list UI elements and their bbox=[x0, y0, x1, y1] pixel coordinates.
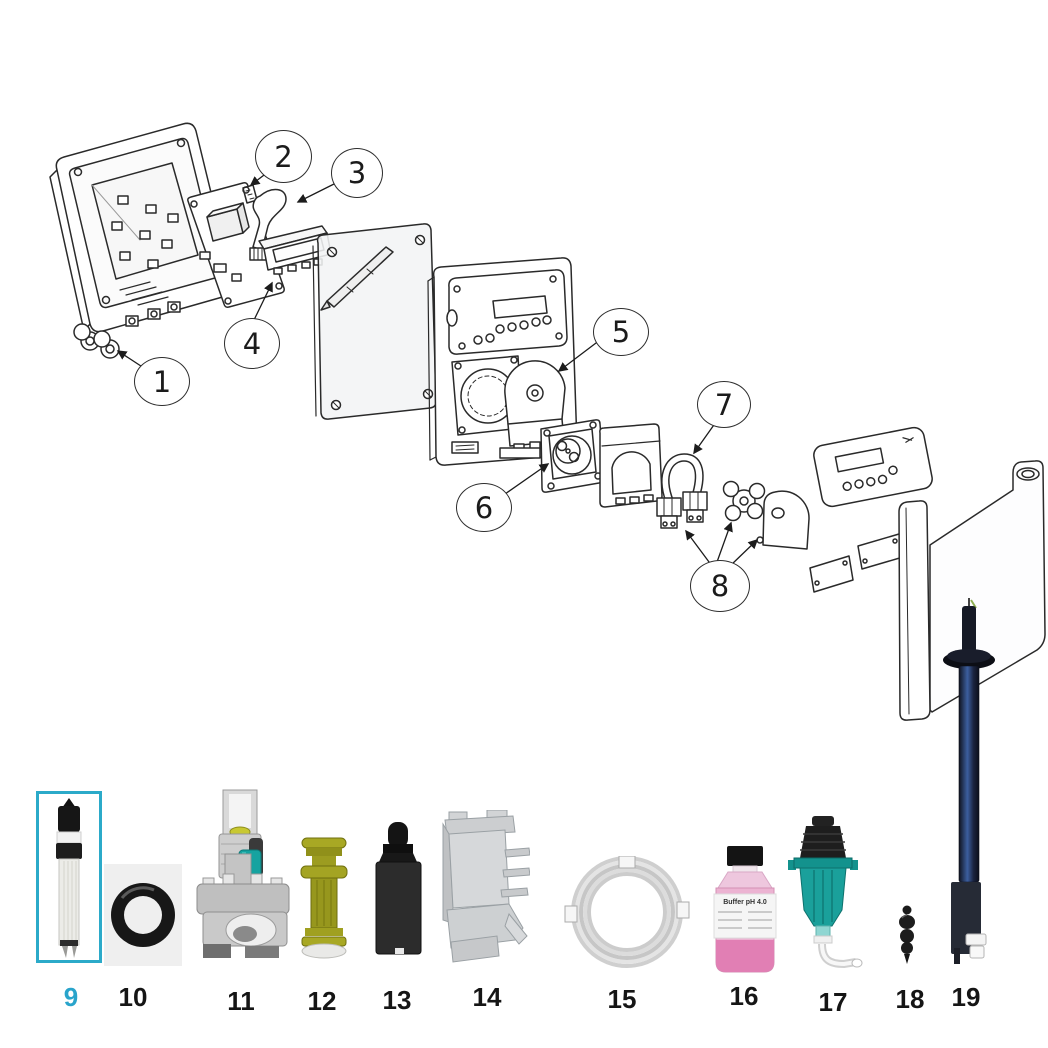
ribbon-cable bbox=[249, 188, 287, 261]
part-number-16: 16 bbox=[729, 981, 759, 1011]
callout-2: 2 bbox=[255, 130, 312, 183]
part-thumb-12-valve-cartridge[interactable] bbox=[298, 836, 352, 960]
rotor-cover bbox=[756, 490, 810, 550]
callout-6-label: 6 bbox=[474, 490, 494, 525]
pump-bracket-plate bbox=[540, 419, 605, 493]
arrow-to-part-4 bbox=[253, 281, 273, 321]
part-number-10: 10 bbox=[118, 982, 148, 1012]
part-number-18: 18 bbox=[895, 984, 925, 1014]
part-number-11: 11 bbox=[227, 986, 255, 1016]
tubing-coil-image bbox=[564, 856, 690, 968]
valve-cartridge-image bbox=[300, 837, 348, 959]
arrow-to-part-8b bbox=[716, 521, 733, 563]
callout-5-label: 5 bbox=[611, 315, 631, 349]
part-number-15: 15 bbox=[607, 984, 637, 1014]
callout-1: 1 bbox=[134, 357, 190, 406]
part-thumb-10-o-ring[interactable] bbox=[104, 864, 182, 966]
callout-4: 4 bbox=[224, 318, 280, 369]
arrow-to-part-6 bbox=[504, 463, 550, 495]
ph-electrode-image bbox=[56, 798, 82, 958]
pump-tube-fittings bbox=[656, 453, 708, 529]
part-number-13: 13 bbox=[382, 985, 412, 1015]
callout-5: 5 bbox=[593, 308, 649, 356]
part-thumb-18-barbed-fitting[interactable] bbox=[893, 904, 921, 966]
part-thumb-11-saddle-valve-assembly[interactable] bbox=[193, 788, 293, 964]
callout-3-label: 3 bbox=[347, 156, 367, 190]
o-ring-image bbox=[104, 864, 182, 966]
callout-3: 3 bbox=[331, 148, 383, 198]
arrow-to-part-8a bbox=[685, 529, 713, 567]
part-thumb-13-foot-valve[interactable] bbox=[371, 820, 426, 960]
brand-logo-mark bbox=[902, 437, 914, 443]
enclosure-back-box bbox=[49, 122, 235, 333]
part-number-19: 19 bbox=[951, 982, 981, 1012]
clear-cover-panel bbox=[312, 223, 437, 420]
buffer-bottle-image: Buffer pH 4.0 bbox=[713, 846, 777, 973]
suction-lance-image bbox=[943, 598, 995, 964]
part-thumb-9-ph-electrode[interactable] bbox=[36, 791, 102, 963]
display-window bbox=[492, 295, 548, 319]
callout-1-label: 1 bbox=[152, 364, 172, 399]
mounting-plates bbox=[809, 533, 904, 593]
part-thumb-15-tubing-coil[interactable] bbox=[563, 856, 693, 968]
probe-holder-image bbox=[442, 810, 530, 963]
part-thumb-16-buffer-bottle[interactable]: Buffer pH 4.0 bbox=[710, 844, 782, 980]
pump-front-cover bbox=[599, 423, 663, 508]
part-number-12: 12 bbox=[307, 986, 337, 1016]
pump-rotor bbox=[722, 480, 766, 522]
stylus bbox=[320, 246, 394, 311]
part-thumb-19-suction-lance[interactable] bbox=[938, 596, 1002, 968]
part-number-17: 17 bbox=[818, 987, 848, 1017]
callout-8-label: 8 bbox=[710, 569, 730, 603]
buffer-bottle-label: Buffer pH 4.0 bbox=[723, 899, 767, 906]
control-pcb bbox=[187, 182, 285, 308]
arrow-to-part-3 bbox=[296, 181, 339, 203]
front-buttons bbox=[473, 315, 552, 345]
callout-7: 7 bbox=[697, 381, 751, 428]
barbed-fitting-image bbox=[899, 905, 915, 964]
callout-2-label: 2 bbox=[274, 139, 293, 174]
cable-glands bbox=[73, 301, 181, 359]
part-thumb-14-probe-holder[interactable] bbox=[435, 810, 530, 970]
part-thumb-17-injection-valve[interactable] bbox=[786, 814, 870, 972]
callout-arrows bbox=[116, 171, 759, 567]
arrow-to-part-5 bbox=[557, 342, 597, 372]
callout-6: 6 bbox=[456, 483, 512, 532]
controller-front-unit bbox=[427, 257, 578, 466]
saddle-valve-image bbox=[196, 789, 290, 958]
callout-4-label: 4 bbox=[242, 326, 262, 361]
callout-8: 8 bbox=[690, 560, 750, 612]
lcd-module bbox=[258, 225, 332, 275]
part-number-14: 14 bbox=[472, 982, 502, 1012]
keypad-overlay bbox=[813, 426, 933, 508]
part-number-9: 9 bbox=[63, 982, 79, 1012]
callout-7-label: 7 bbox=[714, 387, 734, 422]
injection-valve-image bbox=[788, 816, 863, 969]
arrow-to-part-7 bbox=[693, 421, 717, 455]
arrow-to-part-8c bbox=[729, 538, 759, 567]
foot-valve-image bbox=[375, 822, 422, 955]
wall-bracket bbox=[898, 460, 1046, 721]
